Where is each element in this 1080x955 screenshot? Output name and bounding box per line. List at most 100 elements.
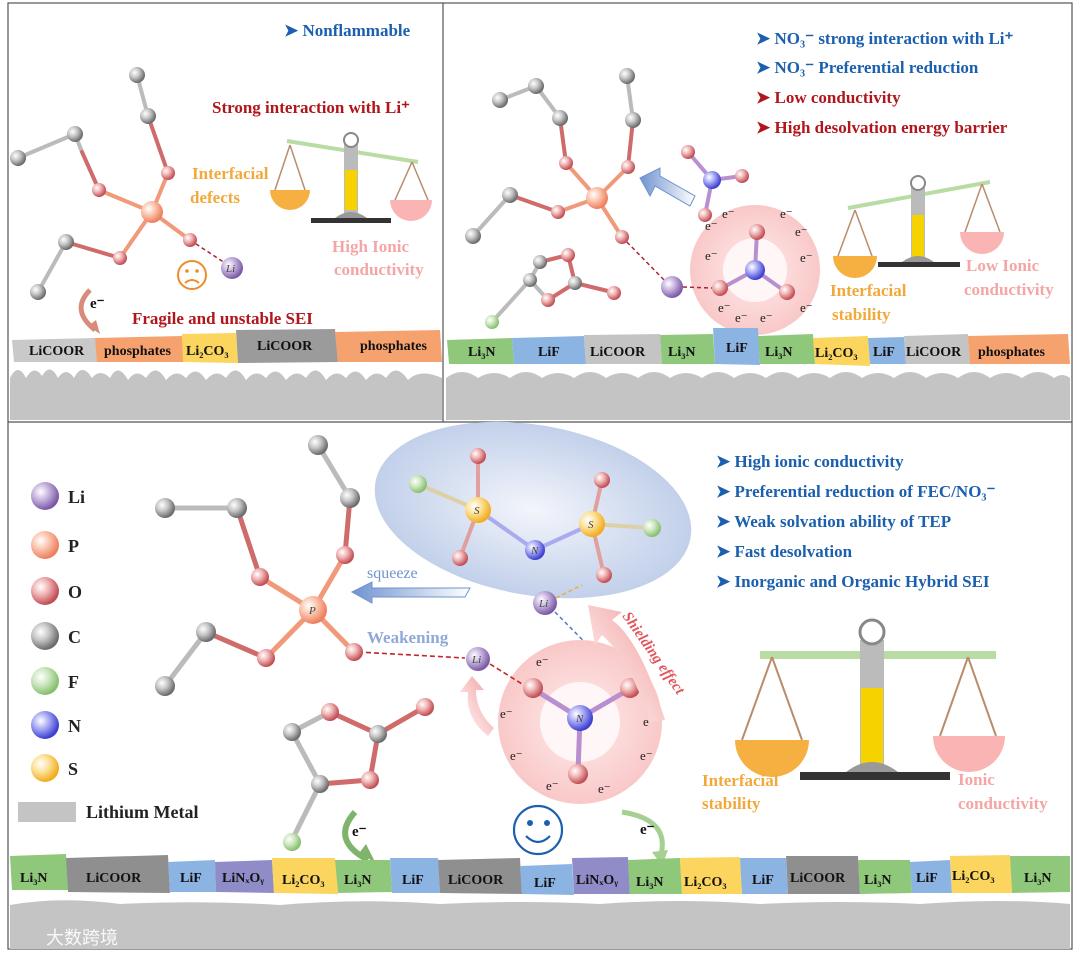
svg-text:LiCOOR: LiCOOR bbox=[448, 873, 504, 888]
bottom-sei-layers: Li₃N LiCOOR LiF LiNₓOᵧ Li₂CO₃ Li₃N LiF L… bbox=[10, 854, 1070, 895]
svg-text:phosphates: phosphates bbox=[104, 344, 171, 359]
svg-text:LiF: LiF bbox=[538, 345, 560, 360]
bottom-stability-2: stability bbox=[702, 794, 761, 813]
bottom-bullets: ➤ High ionic conductivity ➤ Preferential… bbox=[716, 452, 996, 591]
tr-nitrate-halo: e⁻ e⁻ e⁻ e⁻ e⁻ e⁻ e⁻ e⁻ e⁻ e⁻ bbox=[682, 205, 820, 335]
svg-text:➤ High ionic conductivity: ➤ High ionic conductivity bbox=[716, 452, 904, 471]
svg-text:LiNₓOᵧ: LiNₓOᵧ bbox=[576, 873, 618, 888]
tl-electron-arrow-icon: e⁻ bbox=[78, 288, 105, 334]
svg-text:Li₃N: Li₃N bbox=[636, 875, 664, 890]
bottom-li-atom-1 bbox=[466, 647, 490, 671]
svg-text:Lithium Metal: Lithium Metal bbox=[86, 802, 199, 822]
tl-p-atom bbox=[141, 201, 163, 223]
squeeze-arrow-icon: squeeze bbox=[350, 565, 471, 604]
svg-text:Li: Li bbox=[68, 487, 85, 507]
sad-face-icon bbox=[177, 260, 207, 290]
svg-text:LiCOOR: LiCOOR bbox=[257, 339, 313, 354]
svg-text:LiCOOR: LiCOOR bbox=[790, 871, 846, 886]
svg-text:e⁻: e⁻ bbox=[640, 748, 653, 763]
svg-text:➤ Fast desolvation: ➤ Fast desolvation bbox=[716, 542, 853, 561]
bottom-tep-atoms: P bbox=[155, 435, 363, 696]
svg-text:e⁻: e⁻ bbox=[722, 206, 735, 221]
tr-lithium-metal bbox=[446, 372, 1070, 420]
tr-nitrate-free bbox=[681, 145, 749, 222]
tl-ionic-1: High Ionic bbox=[332, 237, 409, 256]
svg-text:e⁻: e⁻ bbox=[90, 296, 105, 312]
tl-bullet: ➤ Nonflammable bbox=[284, 21, 411, 40]
svg-text:e⁻: e⁻ bbox=[795, 224, 808, 239]
tl-sei-layers: LiCOOR phosphates Li₂CO₃ LiCOOR phosphat… bbox=[12, 329, 442, 363]
tl-sei-label: Fragile and unstable SEI bbox=[132, 309, 313, 328]
bottom-balance-scale-icon bbox=[735, 618, 1005, 780]
svg-text:Li₃N: Li₃N bbox=[1024, 871, 1052, 886]
svg-text:N: N bbox=[575, 713, 584, 725]
svg-text:➤ NO₃⁻ Preferential reduction: ➤ NO₃⁻ Preferential reduction bbox=[756, 58, 979, 77]
svg-text:LiF: LiF bbox=[752, 873, 774, 888]
li-pink-arrow-icon bbox=[460, 676, 494, 736]
tl-balance-scale-icon bbox=[270, 132, 432, 223]
svg-text:LiF: LiF bbox=[534, 876, 556, 891]
svg-text:e⁻: e⁻ bbox=[705, 248, 718, 263]
svg-text:P: P bbox=[308, 605, 316, 617]
svg-text:e⁻: e⁻ bbox=[640, 822, 655, 838]
svg-text:e⁻: e⁻ bbox=[800, 300, 813, 315]
svg-text:e⁻: e⁻ bbox=[705, 218, 718, 233]
svg-text:LiF: LiF bbox=[873, 345, 895, 360]
tl-tep-atoms: Li bbox=[10, 67, 243, 300]
svg-text:Li₃N: Li₃N bbox=[864, 873, 892, 888]
tr-arrow-icon bbox=[639, 167, 696, 207]
svg-text:Li₃N: Li₃N bbox=[668, 345, 696, 360]
svg-text:LiF: LiF bbox=[402, 873, 424, 888]
svg-text:LiF: LiF bbox=[916, 871, 938, 886]
bottom-ionic-1: Ionic bbox=[958, 770, 995, 789]
tl-li-atom bbox=[221, 257, 243, 279]
bottom-tep-bonds bbox=[162, 442, 357, 689]
svg-text:Li₂CO₃: Li₂CO₃ bbox=[282, 873, 325, 888]
bottom-li-atom-2 bbox=[533, 591, 557, 615]
tr-li-atom bbox=[661, 276, 683, 298]
green-electron-arrows: e⁻ e⁻ bbox=[342, 809, 668, 866]
svg-text:P: P bbox=[68, 536, 79, 556]
tr-stability-1: Interfacial bbox=[830, 281, 907, 300]
svg-text:Li: Li bbox=[538, 598, 548, 610]
svg-text:S: S bbox=[588, 519, 594, 531]
svg-text:➤ Inorganic and Organic Hybrid: ➤ Inorganic and Organic Hybrid SEI bbox=[716, 572, 990, 591]
svg-text:LiCOOR: LiCOOR bbox=[590, 345, 646, 360]
svg-text:➤ High desolvation energy barr: ➤ High desolvation energy barrier bbox=[756, 118, 1008, 137]
svg-text:LiNₓOᵧ: LiNₓOᵧ bbox=[222, 871, 264, 886]
panel-top-right: ➤ NO₃⁻ strong interaction with Li⁺ ➤ NO₃… bbox=[446, 29, 1070, 420]
tr-low-ionic-2: conductivity bbox=[964, 280, 1054, 299]
bottom-lithium-metal bbox=[10, 900, 1070, 949]
tr-stability-2: stability bbox=[832, 305, 891, 324]
svg-text:➤ NO₃⁻ strong interaction with: ➤ NO₃⁻ strong interaction with Li⁺ bbox=[756, 29, 1014, 48]
bottom-nitrate-halo: N e⁻ e⁻ e⁻ e⁻ e⁻ e⁻ e⁻ bbox=[489, 640, 662, 804]
watermark: 大数跨境 bbox=[46, 928, 118, 949]
svg-text:e⁻: e⁻ bbox=[536, 654, 549, 669]
svg-text:Li₃N: Li₃N bbox=[765, 345, 793, 360]
bottom-fec-molecule bbox=[283, 698, 434, 851]
svg-text:Li₂CO₃: Li₂CO₃ bbox=[815, 346, 858, 361]
panel-bottom: Li P O C F N S Lithium Metal ➤ High ioni… bbox=[10, 421, 1070, 949]
svg-text:Li₂CO₃: Li₂CO₃ bbox=[952, 869, 995, 884]
svg-text:e⁻: e⁻ bbox=[500, 706, 513, 721]
bottom-stability-1: Interfacial bbox=[702, 771, 779, 790]
tl-tep-bonds bbox=[16, 73, 192, 294]
svg-text:squeeze: squeeze bbox=[367, 565, 418, 582]
svg-text:phosphates: phosphates bbox=[978, 345, 1045, 360]
svg-text:➤ Weak solvation ability of TE: ➤ Weak solvation ability of TEP bbox=[716, 512, 951, 531]
svg-text:Li₃N: Li₃N bbox=[468, 345, 496, 360]
tr-low-ionic-1: Low Ionic bbox=[966, 256, 1040, 275]
tr-fec-molecule bbox=[485, 248, 621, 329]
atom-legend: Li P O C F N S Lithium Metal bbox=[18, 482, 199, 822]
tl-ionic-2: conductivity bbox=[334, 260, 424, 279]
panel-top-left: ➤ Nonflammable Strong interaction with L… bbox=[10, 21, 442, 420]
tl-defects-1: Interfacial bbox=[192, 164, 269, 183]
svg-text:S: S bbox=[474, 505, 480, 517]
svg-text:e⁻: e⁻ bbox=[800, 250, 813, 265]
svg-text:e⁻: e⁻ bbox=[760, 310, 773, 325]
svg-text:Li: Li bbox=[471, 654, 481, 666]
tr-electrons: e⁻ e⁻ e⁻ e⁻ e⁻ e⁻ e⁻ e⁻ e⁻ e⁻ bbox=[705, 206, 813, 325]
svg-text:C: C bbox=[68, 627, 81, 647]
